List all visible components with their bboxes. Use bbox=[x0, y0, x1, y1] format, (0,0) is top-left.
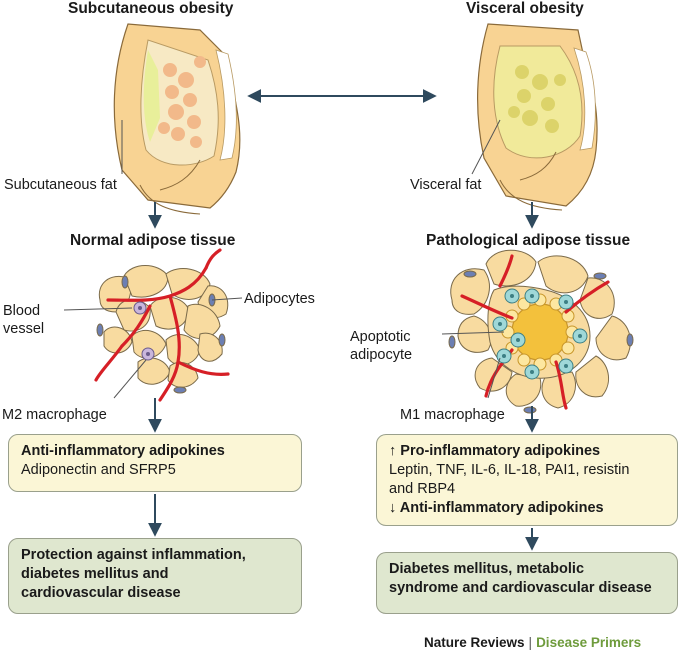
journal-brand: Nature Reviews bbox=[424, 635, 525, 650]
normal-adipose-tissue bbox=[96, 265, 229, 394]
protection-line-2: diabetes mellitus and bbox=[21, 566, 169, 582]
right-title: Visceral obesity bbox=[466, 0, 584, 17]
pro-inflammatory-heading: ↑ Pro-inflammatory adipokines bbox=[389, 443, 601, 459]
subcutaneous-fat-label: Subcutaneous fat bbox=[4, 177, 117, 193]
m2-macrophage-label: M2 macrophage bbox=[2, 407, 107, 423]
pathological-tissue-title: Pathological adipose tissue bbox=[426, 232, 631, 249]
blood-vessel-label: Blood vessel bbox=[3, 302, 44, 338]
pathological-adipose-tissue bbox=[448, 249, 634, 414]
disease-outcome-box: Diabetes mellitus, metabolic syndrome an… bbox=[376, 552, 678, 614]
blood-vessel-label-line-1: Blood bbox=[3, 303, 41, 319]
apoptotic-label-line-2: adipocyte bbox=[350, 347, 413, 363]
visceral-torso bbox=[477, 23, 598, 211]
apoptotic-adipocyte-label: Apoptotic adipocyte bbox=[350, 328, 412, 364]
anti-inflammatory-decrease-heading: ↓ Anti-inflammatory adipokines bbox=[389, 500, 604, 516]
pro-inflammatory-text-1: Leptin, TNF, IL-6, IL-18, PAI1, resistin bbox=[389, 462, 630, 478]
credit-separator: | bbox=[528, 635, 533, 650]
apoptotic-adipocyte bbox=[501, 293, 579, 371]
journal-credit: Nature Reviews|Disease Primers bbox=[424, 635, 641, 650]
visceral-fat-label: Visceral fat bbox=[410, 177, 482, 193]
protection-line-1: Protection against inflammation, bbox=[21, 547, 246, 563]
disease-line-2: syndrome and cardiovascular disease bbox=[389, 580, 652, 596]
m1-macrophage-label: M1 macrophage bbox=[400, 407, 505, 423]
journal-series: Disease Primers bbox=[536, 635, 642, 650]
normal-tissue-title: Normal adipose tissue bbox=[70, 232, 236, 249]
left-title: Subcutaneous obesity bbox=[68, 0, 234, 17]
protection-outcome-box: Protection against inflammation, diabete… bbox=[8, 538, 302, 614]
apoptotic-label-line-1: Apoptotic bbox=[350, 329, 411, 345]
adipocytes-label: Adipocytes bbox=[244, 291, 315, 307]
pro-inflammatory-text-2: and RBP4 bbox=[389, 481, 456, 497]
protection-line-3: cardiovascular disease bbox=[21, 585, 181, 601]
anti-inflammatory-box: Anti-inflammatory adipokines Adiponectin… bbox=[8, 434, 302, 492]
anti-inflammatory-text: Adiponectin and SFRP5 bbox=[21, 462, 176, 478]
disease-line-1: Diabetes mellitus, metabolic bbox=[389, 561, 585, 577]
pro-inflammatory-box: ↑ Pro-inflammatory adipokines Leptin, TN… bbox=[376, 434, 678, 526]
anti-inflammatory-heading: Anti-inflammatory adipokines bbox=[21, 443, 225, 459]
subcutaneous-torso bbox=[113, 23, 241, 215]
blood-vessel-label-line-2: vessel bbox=[3, 321, 45, 337]
